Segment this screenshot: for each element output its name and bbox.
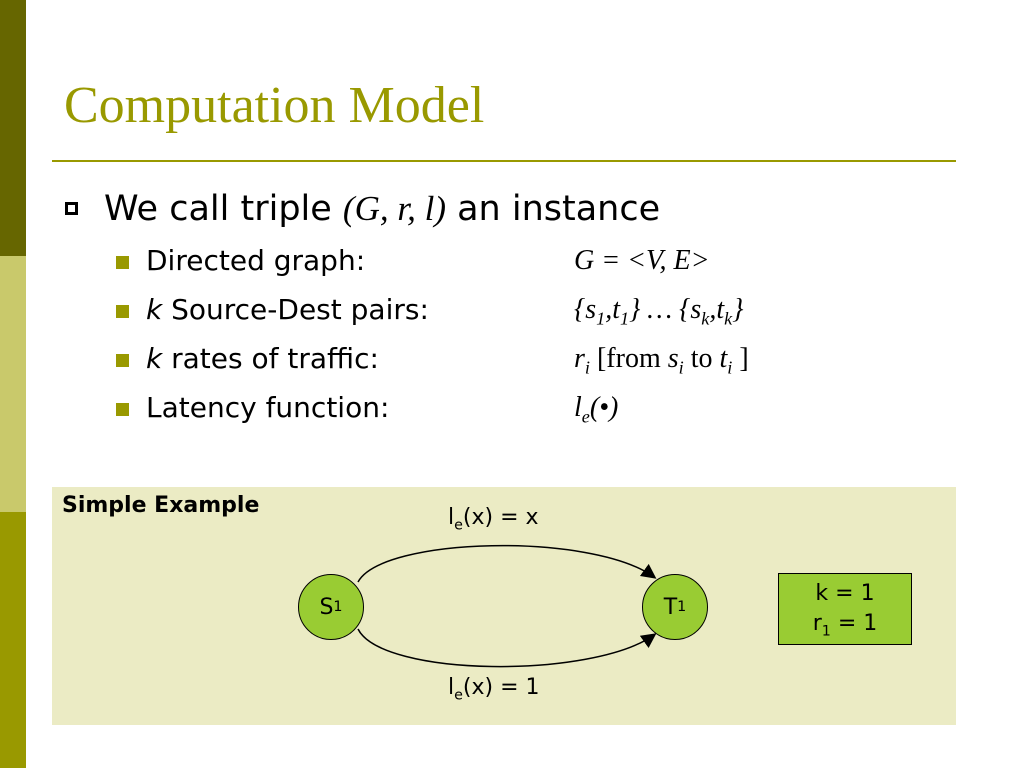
sub-bullet-source-dest: k Source-Dest pairs: {s1,t1} … {sk,tk} <box>116 290 956 330</box>
graph-edges <box>357 544 657 668</box>
val-part: ,t <box>709 294 725 325</box>
val-part: {s <box>574 294 597 325</box>
label-text: rates of traffic: <box>162 342 379 375</box>
main-bullet: We call triple (G, r, l) an instance <box>64 186 944 232</box>
val-sub: i <box>678 357 684 378</box>
info-line-r: r1 = 1 <box>812 611 878 640</box>
sub-bullet-label: k Source-Dest pairs: <box>146 290 429 330</box>
example-title: Simple Example <box>62 493 260 518</box>
bottom-edge-label: le(x) = 1 <box>448 675 540 704</box>
val-sub: 1 <box>619 308 630 329</box>
parameters-box: k = 1 r1 = 1 <box>778 573 912 645</box>
val-sub: k <box>701 308 710 329</box>
main-bullet-prefix: We call triple <box>104 189 343 229</box>
label-text: Source-Dest pairs: <box>162 293 429 326</box>
sub-bullet-value: ri [from si to ti ] <box>574 339 749 388</box>
val-part: s <box>667 343 679 374</box>
sub-bullet-value: G = <V, E> <box>574 241 710 281</box>
sub-bullet-directed-graph: Directed graph: G = <V, E> <box>116 241 956 281</box>
val-part: (•) <box>589 392 619 423</box>
filled-square-bullet-icon <box>116 403 129 416</box>
val-part: to <box>683 343 720 374</box>
k-variable: k <box>146 293 163 326</box>
info-line-k: k = 1 <box>815 581 875 606</box>
val-sub: i <box>727 357 733 378</box>
val-part: ,t <box>605 294 620 325</box>
main-bullet-math: (G, r, l) <box>342 189 446 228</box>
main-bullet-text: We call triple (G, r, l) an instance <box>104 186 660 232</box>
hollow-square-bullet-icon <box>65 202 78 215</box>
val-part: [from <box>589 343 668 374</box>
val-part: l <box>574 392 582 423</box>
val-part: r <box>574 343 585 374</box>
val-sub: i <box>584 357 590 378</box>
val-part: } … {s <box>629 294 702 325</box>
main-bullet-suffix: an instance <box>445 189 661 229</box>
val-sub: e <box>581 406 590 427</box>
val-part: } <box>732 294 744 325</box>
title-divider <box>52 160 956 162</box>
sub-bullet-label: Latency function: <box>146 391 390 424</box>
sub-bullet-value: {s1,t1} … {sk,tk} <box>574 290 743 339</box>
sub-bullet-latency: Latency function: le(•) <box>116 388 956 428</box>
val-sub: k <box>724 308 733 329</box>
side-bar-bottom <box>0 512 26 768</box>
slide-title: Computation Model <box>64 77 485 134</box>
sub-bullet-label: k rates of traffic: <box>146 339 379 379</box>
val-part: ] <box>732 343 749 374</box>
bottom-edge-arrow <box>357 628 657 668</box>
side-bar-top <box>0 0 26 256</box>
side-bar-middle <box>0 256 26 512</box>
sub-bullet-label: Directed graph: <box>146 244 366 277</box>
k-variable: k <box>146 342 163 375</box>
sub-bullet-value: le(•) <box>574 388 618 437</box>
top-edge-label: le(x) = x <box>448 505 539 534</box>
sub-bullet-traffic-rates: k rates of traffic: ri [from si to ti ] <box>116 339 956 379</box>
filled-square-bullet-icon <box>116 305 129 318</box>
filled-square-bullet-icon <box>116 354 129 367</box>
graph-definition: G = <V, E> <box>574 245 710 276</box>
top-edge-arrow <box>357 544 657 583</box>
filled-square-bullet-icon <box>116 256 129 269</box>
val-sub: 1 <box>596 308 606 329</box>
val-part: t <box>719 343 728 374</box>
